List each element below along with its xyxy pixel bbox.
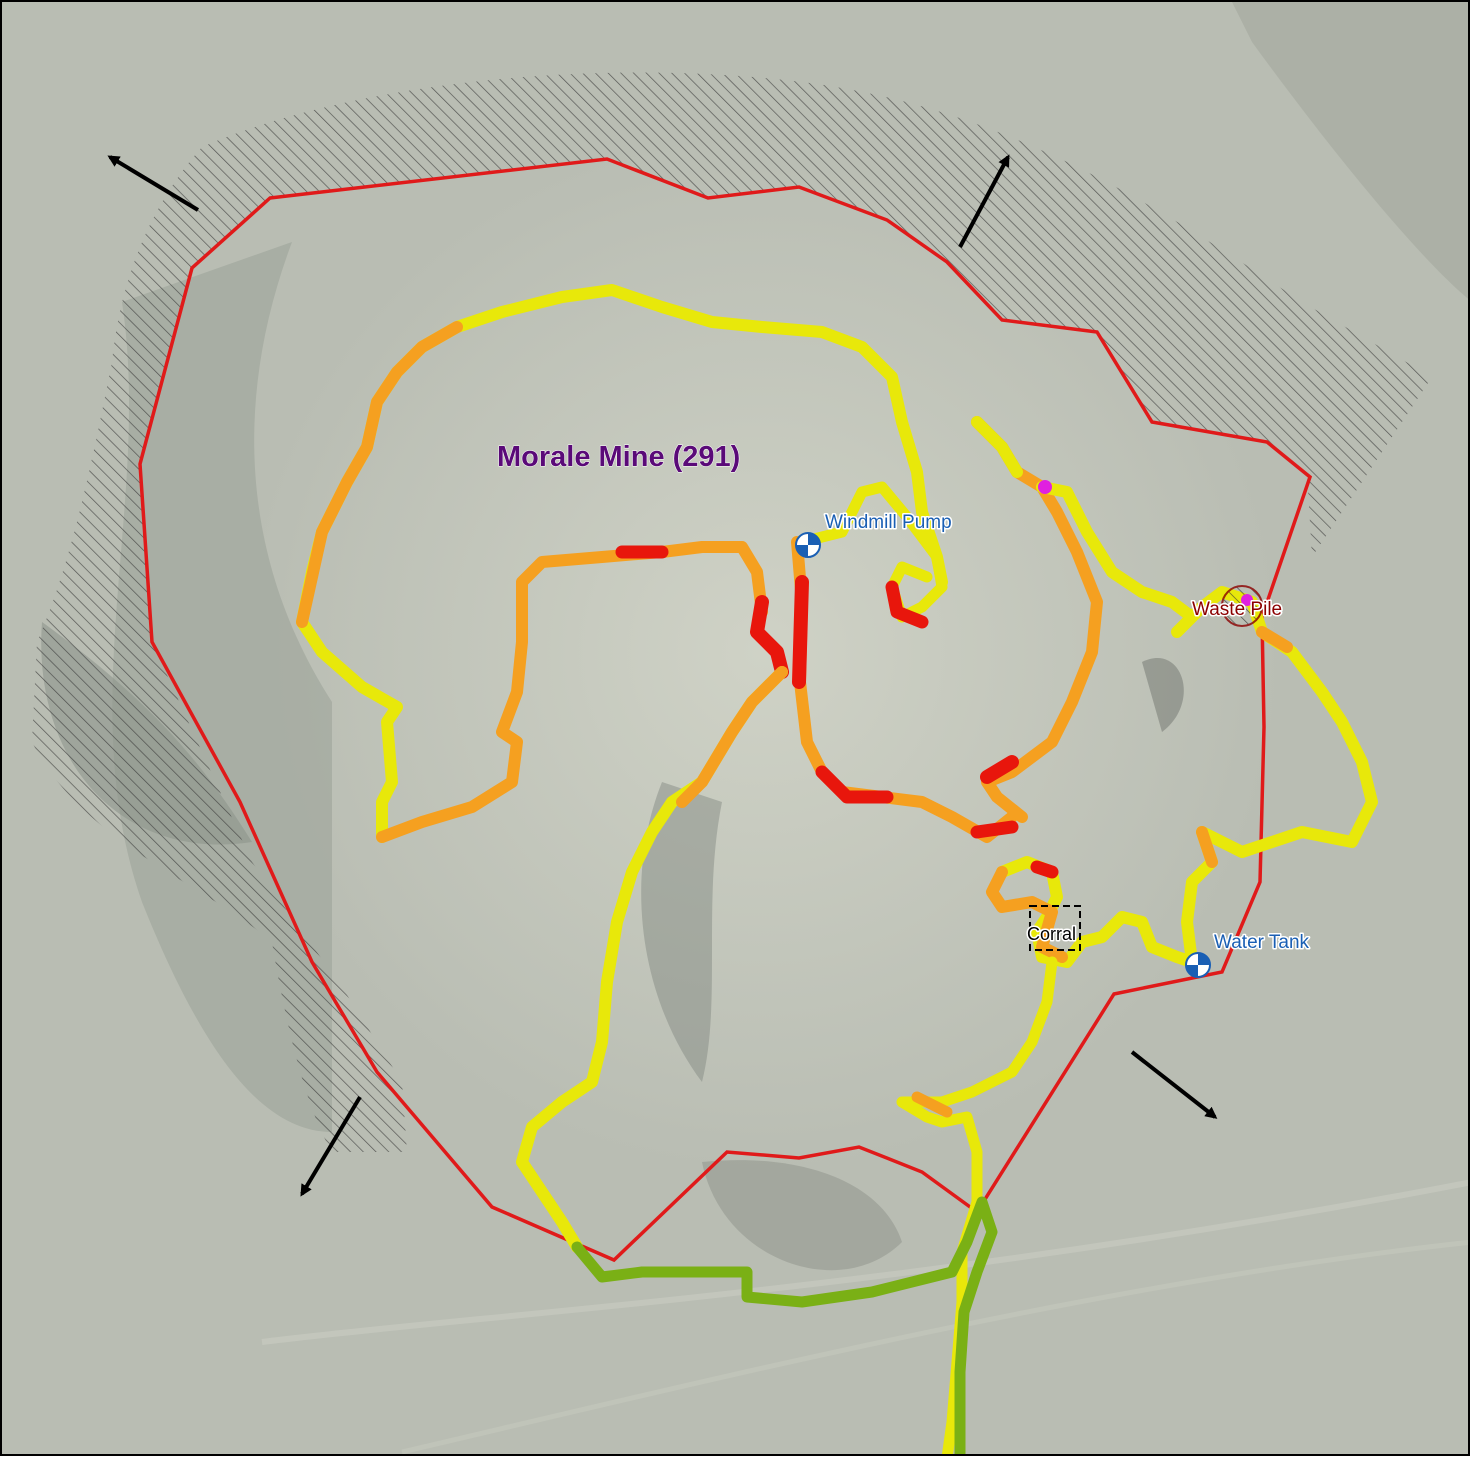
waste-pile-marker[interactable] xyxy=(1221,585,1263,627)
corral-outline[interactable] xyxy=(1029,905,1081,951)
water-tank-marker[interactable] xyxy=(1185,952,1211,978)
corral-label: Corral xyxy=(1027,924,1076,944)
windmill-pump-label: Windmill Pump xyxy=(825,512,952,533)
direction-arrows xyxy=(107,154,1218,1197)
circle-hatched-icon xyxy=(1221,585,1263,627)
track-access-route[interactable] xyxy=(571,1196,998,1456)
windmill-pump-marker[interactable] xyxy=(795,532,821,558)
site-boundary[interactable] xyxy=(138,157,1313,1263)
survey-tracks xyxy=(296,284,1378,1456)
arrow-icon xyxy=(1130,1050,1218,1119)
site-title: Morale Mine (291) xyxy=(497,441,740,473)
water-tank-label: Water Tank xyxy=(1214,932,1310,953)
waste-pile-label: Waste Pile xyxy=(1192,599,1282,620)
arrow-icon xyxy=(958,154,1010,248)
arrow-icon xyxy=(300,1095,362,1197)
magenta-point xyxy=(1038,480,1052,494)
arrow-icon xyxy=(107,155,200,212)
